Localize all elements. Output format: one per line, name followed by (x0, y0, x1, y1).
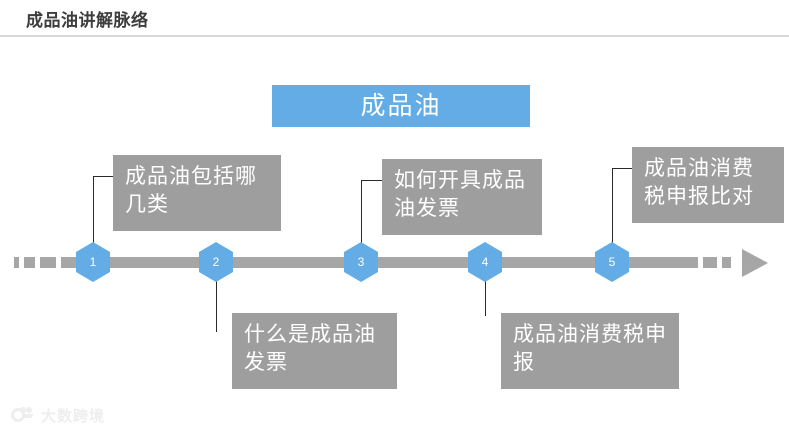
timeline-node-5-label: 5 (608, 255, 616, 269)
note-box-2[interactable]: 什么是成品油发票 (232, 313, 397, 389)
timeline-node-4[interactable]: 4 (468, 242, 502, 282)
timeline-node-4-label: 4 (481, 255, 489, 269)
timeline-node-5[interactable]: 5 (595, 242, 629, 282)
connector-node-3 (361, 180, 384, 253)
note-box-3[interactable]: 如何开具成品油发票 (382, 159, 542, 235)
axis-dash-segment (24, 257, 35, 268)
axis-arrowhead-icon (742, 249, 768, 277)
header-banner: 成品油 (272, 85, 530, 127)
connector-node-1 (93, 176, 115, 253)
axis-dash-segment (14, 257, 19, 268)
timeline-node-3[interactable]: 3 (344, 242, 378, 282)
page-title: 成品油讲解脉络 (26, 11, 149, 30)
axis-dash-segment (40, 257, 56, 268)
timeline-node-2-label: 2 (212, 255, 220, 269)
mascot-icon (11, 407, 34, 422)
watermark-text: 大数跨境 (41, 407, 106, 425)
axis-dash-segment (722, 257, 731, 268)
title-bar: 成品油讲解脉络 (0, 0, 789, 37)
note-box-5[interactable]: 成品油消费税申报比对 (632, 147, 784, 223)
note-box-1[interactable]: 成品油包括哪几类 (113, 155, 281, 231)
timeline-node-3-label: 3 (357, 255, 365, 269)
title-divider (0, 35, 789, 37)
connector-node-2 (216, 272, 218, 332)
header-banner-label: 成品油 (360, 92, 442, 120)
watermark: 大数跨境 (8, 401, 105, 429)
timeline-node-2[interactable]: 2 (199, 242, 233, 282)
connector-node-4 (485, 272, 487, 316)
timeline-node-1[interactable]: 1 (76, 242, 110, 282)
axis-main-line (61, 257, 698, 268)
axis-dash-segment (703, 257, 717, 268)
timeline-node-1-label: 1 (89, 255, 97, 269)
timeline-axis (0, 249, 789, 277)
connector-node-5 (612, 168, 634, 253)
note-box-4[interactable]: 成品油消费税申报 (501, 313, 679, 389)
